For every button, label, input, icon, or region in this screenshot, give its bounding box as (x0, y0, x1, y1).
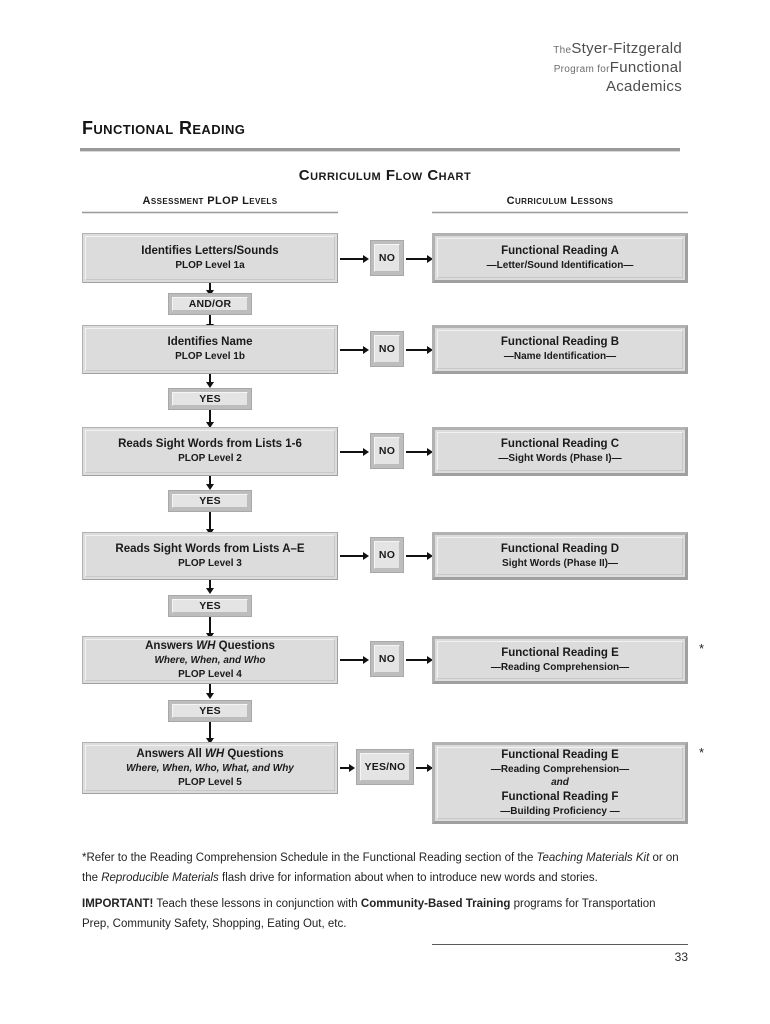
brand-program-for: Program for (553, 63, 610, 75)
assessment-question-words: Where, When, and Who (154, 655, 266, 667)
footnote-emphasis-reproducible: Reproducible Materials (101, 872, 219, 885)
brand-line-3: Academics (553, 78, 682, 97)
community-based-training-label: Community-Based Training (360, 898, 511, 910)
lesson-title: Functional Reading C (500, 438, 620, 451)
decision-box-5[interactable]: NO (370, 641, 404, 677)
assessment-box-plop-1a[interactable]: Identifies Letters/Sounds PLOP Level 1a (82, 233, 338, 283)
assessment-question-words: Where, When, Who, What, and Why (126, 763, 294, 775)
assessment-title: Answers WH Questions (145, 640, 275, 653)
assessment-level: PLOP Level 2 (178, 453, 242, 465)
asterisk-marker-e: * (699, 641, 705, 656)
lesson-title: Functional Reading B (500, 336, 620, 349)
footnote-text-part-3: flash drive for information about when t… (218, 872, 598, 885)
asterisk-marker-ef: * (699, 745, 705, 760)
lesson-box-c[interactable]: Functional Reading C —Sight Words (Phase… (432, 427, 688, 476)
brand-functional: Functional (609, 58, 682, 76)
title-divider (80, 148, 680, 152)
column-divider-right (432, 211, 688, 214)
decision-box-4[interactable]: NO (370, 537, 404, 573)
chart-title: Curriculum Flow Chart (298, 167, 472, 184)
footnote-important: IMPORTANT! Teach these lessons in conjun… (82, 894, 686, 934)
lesson-subtitle: —Letter/Sound Identification— (486, 259, 634, 271)
connector-label: YES (172, 599, 248, 613)
brand-styer-fitzgerald: Styer-Fitzgerald (571, 40, 682, 57)
assessment-title: Reads Sight Words from Lists 1-6 (118, 438, 302, 451)
connector-label: YES (172, 704, 248, 718)
assessment-level: PLOP Level 1a (175, 259, 245, 271)
assessment-level: PLOP Level 3 (178, 557, 242, 569)
footnote-reading-comprehension: *Refer to the Reading Comprehension Sche… (82, 848, 686, 888)
connector-box-andor[interactable]: AND/OR (168, 293, 252, 315)
assessment-level: PLOP Level 1b (175, 351, 245, 363)
connector-label: YES (172, 494, 248, 508)
connector-box-yes-4[interactable]: YES (168, 700, 252, 722)
brand-the: The (553, 45, 572, 56)
assessment-title: Identifies Name (167, 336, 253, 349)
page-number: 33 (674, 950, 688, 964)
column-header-assessment: Assessment PLOP Levels (142, 195, 278, 207)
connector-label: YES (172, 392, 248, 406)
assessment-title: Identifies Letters/Sounds (141, 244, 279, 257)
lesson-title: Functional Reading E (501, 749, 619, 762)
lesson-subtitle-secondary: —Building Proficiency — (500, 805, 620, 817)
lesson-title: Functional Reading A (501, 244, 619, 257)
page-title: Functional Reading (82, 118, 246, 138)
lesson-title: Functional Reading D (500, 542, 620, 555)
decision-box-6[interactable]: YES/NO (356, 749, 414, 785)
assessment-level: PLOP Level 4 (178, 668, 242, 680)
assessment-box-plop-2[interactable]: Reads Sight Words from Lists 1-6 PLOP Le… (82, 427, 338, 476)
decision-label: NO (374, 645, 400, 673)
lesson-box-a[interactable]: Functional Reading A —Letter/Sound Ident… (432, 233, 688, 283)
assessment-title: Answers All WH Questions (136, 748, 284, 761)
assessment-box-plop-3[interactable]: Reads Sight Words from Lists A–E PLOP Le… (82, 532, 338, 580)
assessment-title: Reads Sight Words from Lists A–E (115, 542, 305, 555)
decision-label: YES/NO (360, 753, 410, 781)
lesson-title-secondary: Functional Reading F (501, 790, 619, 803)
brand-line-2: Program forFunctional (553, 59, 682, 78)
lesson-subtitle: —Reading Comprehension— (490, 661, 630, 673)
lesson-title: Functional Reading E (501, 646, 619, 659)
brand-logo: TheStyer-Fitzgerald Program forFunctiona… (553, 40, 682, 97)
lesson-box-ef[interactable]: Functional Reading E —Reading Comprehens… (432, 742, 688, 824)
important-text-part-2: programs for Transportation Prep, Commun… (82, 898, 656, 931)
footnote-text-part-2: or on the (82, 852, 679, 885)
assessment-level: PLOP Level 5 (178, 776, 242, 788)
decision-label: NO (374, 437, 400, 465)
lesson-box-e[interactable]: Functional Reading E —Reading Comprehens… (432, 636, 688, 684)
decision-label: NO (374, 335, 400, 363)
assessment-box-plop-5[interactable]: Answers All WH Questions Where, When, Wh… (82, 742, 338, 794)
decision-label: NO (374, 541, 400, 569)
assessment-box-plop-4[interactable]: Answers WH Questions Where, When, and Wh… (82, 636, 338, 684)
connector-box-yes-1[interactable]: YES (168, 388, 252, 410)
brand-academics: Academics (605, 77, 682, 95)
lesson-box-b[interactable]: Functional Reading B —Name Identificatio… (432, 325, 688, 374)
decision-box-1[interactable]: NO (370, 240, 404, 276)
column-divider-left (82, 211, 338, 214)
decision-label: NO (374, 244, 400, 272)
important-text-part-1: Teach these lessons in conjunction with (153, 898, 361, 910)
lesson-subtitle: Sight Words (Phase II)— (502, 557, 618, 569)
decision-box-2[interactable]: NO (370, 331, 404, 367)
connector-label: AND/OR (172, 297, 248, 311)
lesson-subtitle: —Reading Comprehension— (490, 764, 630, 776)
connector-box-yes-3[interactable]: YES (168, 595, 252, 617)
assessment-box-plop-1b[interactable]: Identifies Name PLOP Level 1b (82, 325, 338, 374)
lesson-joiner: and (551, 777, 569, 789)
decision-box-3[interactable]: NO (370, 433, 404, 469)
lesson-box-d[interactable]: Functional Reading D Sight Words (Phase … (432, 532, 688, 580)
connector-box-yes-2[interactable]: YES (168, 490, 252, 512)
footnote-emphasis-teaching-kit: Teaching Materials Kit (536, 852, 650, 864)
brand-line-1: TheStyer-Fitzgerald (553, 40, 682, 59)
lesson-subtitle: —Name Identification— (503, 351, 617, 363)
lesson-subtitle: —Sight Words (Phase I)— (498, 453, 622, 465)
footer-divider (432, 944, 688, 945)
important-label: IMPORTANT! (82, 898, 154, 910)
column-header-lessons: Curriculum Lessons (506, 195, 614, 207)
footnote-text-part-1: *Refer to the Reading Comprehension Sche… (82, 852, 537, 864)
